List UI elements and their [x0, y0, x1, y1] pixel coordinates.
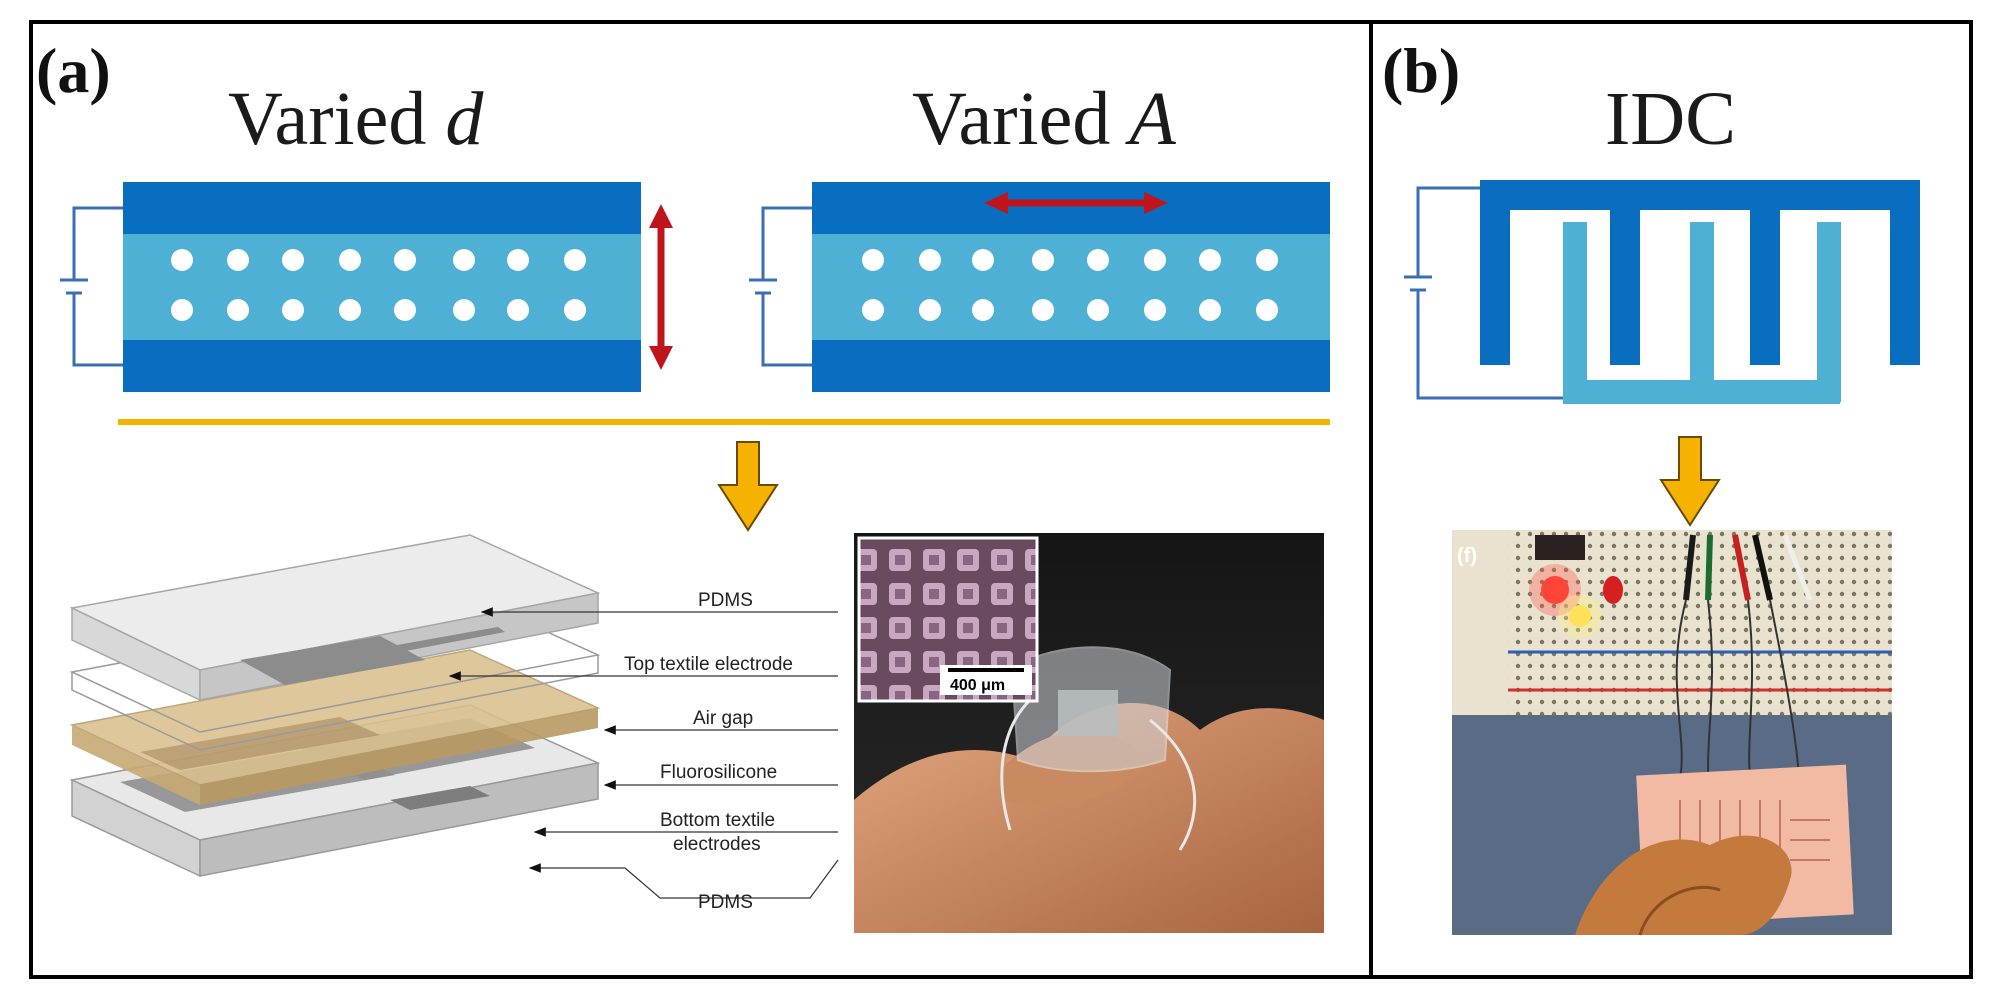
idc-title: IDC — [1605, 77, 1736, 161]
label-pdms-top: PDMS — [698, 590, 753, 611]
top-electrode — [123, 182, 641, 234]
battery-wire — [60, 206, 123, 367]
charge-dots — [171, 249, 586, 321]
capacitor-varied-a — [749, 182, 1330, 392]
vertical-double-arrow — [649, 204, 673, 370]
interdigital-capacitor — [1404, 180, 1920, 404]
bottom-electrode — [812, 340, 1330, 392]
down-arrow-a — [717, 441, 779, 532]
varied-a-title: Varied A — [912, 77, 1176, 161]
label-fluorosilicone: Fluorosilicone — [660, 762, 777, 783]
varied-d-title: Varied d — [228, 77, 484, 161]
label-pdms-bottom: PDMS — [698, 892, 753, 913]
scale-bar-label: 400 μm — [950, 677, 1005, 694]
label-bottom-textile-line2: electrodes — [673, 834, 761, 855]
panel-b-label: (b) — [1382, 35, 1460, 106]
label-top-textile-electrode: Top textile electrode — [624, 654, 793, 675]
yellow-led — [1569, 605, 1591, 627]
red-led-2 — [1603, 576, 1623, 604]
hand — [854, 702, 1324, 933]
top-electrode — [812, 182, 1330, 234]
layer-stack-diagram — [69, 534, 601, 878]
label-bottom-textile-line1: Bottom textile — [660, 810, 775, 831]
figure-border — [29, 20, 1973, 979]
dielectric — [123, 234, 641, 340]
sensor-photo: 400 μm — [854, 533, 1324, 933]
capacitor-varied-d — [60, 182, 673, 392]
callout-leaders — [448, 607, 839, 899]
battery-wire — [749, 206, 812, 367]
charge-dots — [862, 249, 1278, 321]
red-led — [1541, 576, 1569, 604]
battery-wire — [1404, 186, 1563, 400]
breadboard-photo: (f) — [1452, 530, 1892, 936]
finger — [1575, 835, 1792, 935]
bottom-electrode — [123, 340, 641, 392]
horizontal-double-arrow — [984, 192, 1168, 214]
panel-a-label: (a) — [36, 35, 111, 106]
dielectric — [812, 234, 1330, 340]
label-air-gap: Air gap — [693, 708, 753, 729]
photo-f-label: (f) — [1457, 545, 1477, 567]
down-arrow-b — [1659, 436, 1721, 527]
